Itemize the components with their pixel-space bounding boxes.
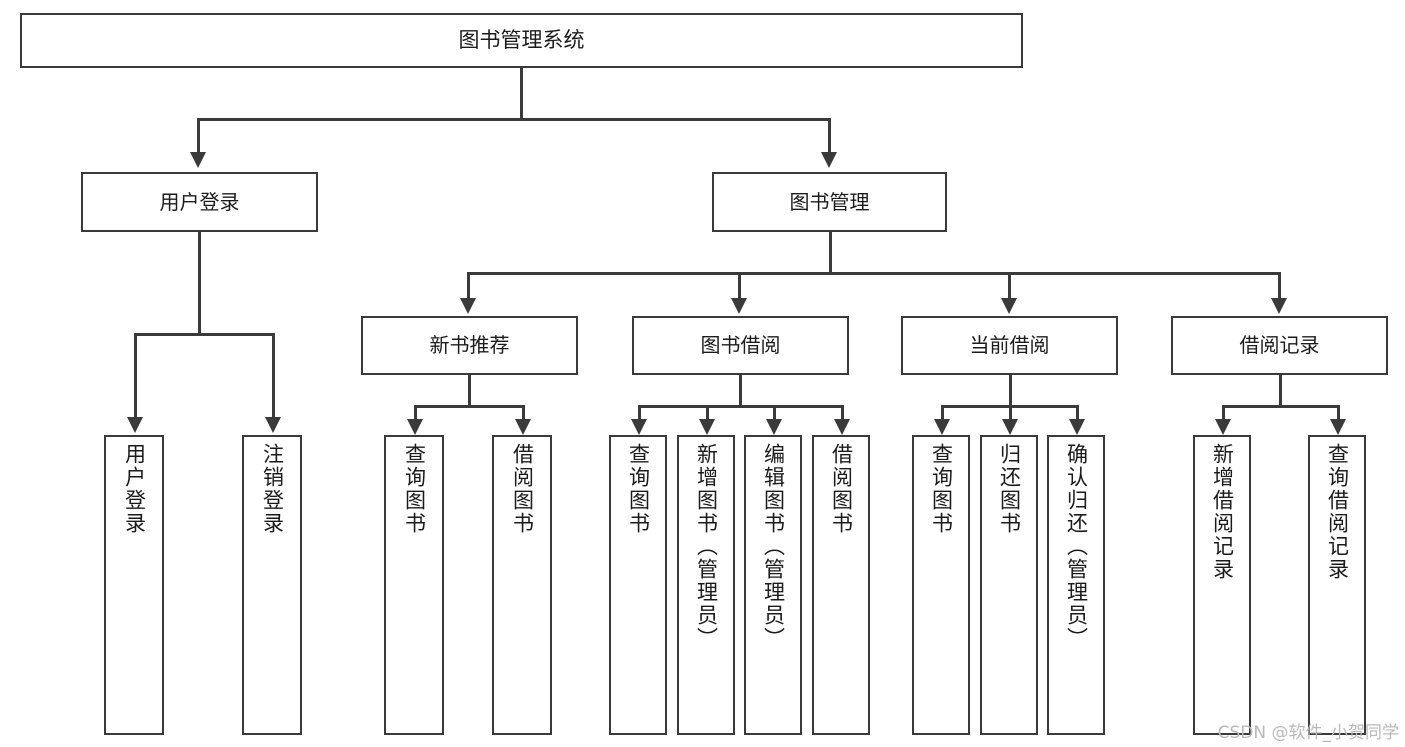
connector-drop	[738, 272, 741, 300]
arrow-down-icon	[1069, 419, 1085, 435]
connector-drop	[773, 405, 776, 421]
connector-drop	[1009, 405, 1012, 421]
node-book-management[interactable]: 图书管理	[712, 172, 947, 232]
node-label: 查询借阅记录	[1325, 443, 1350, 581]
connector-drop	[522, 405, 525, 421]
connector-drop	[638, 405, 641, 421]
arrow-down-icon	[127, 417, 143, 433]
connector-drop	[941, 405, 944, 421]
node-new-book-recommend[interactable]: 新书推荐	[361, 316, 578, 375]
node-label: 图书管理	[789, 189, 870, 214]
node-label: 图书管理系统	[458, 27, 585, 52]
arrow-down-icon	[934, 419, 950, 435]
leaf-add-borrow-record[interactable]: 新增借阅记录	[1193, 435, 1251, 735]
node-label: 查询图书	[929, 443, 954, 535]
node-label: 用户登录	[159, 189, 240, 214]
node-label: 借阅图书	[510, 443, 535, 535]
arrow-down-icon	[834, 419, 850, 435]
connector-bus	[1222, 405, 1337, 408]
connector-drop	[1008, 272, 1011, 300]
node-label: 当前借阅	[969, 333, 1050, 358]
connector-drop	[1222, 405, 1225, 421]
arrow-down-icon	[699, 419, 715, 435]
connector-drop	[1337, 405, 1340, 421]
node-current-borrow[interactable]: 当前借阅	[901, 316, 1118, 375]
node-borrow-record[interactable]: 借阅记录	[1171, 316, 1388, 375]
leaf-edit-book-admin[interactable]: 编辑图书（管理员）	[744, 435, 802, 735]
connector-root-stem	[520, 68, 523, 118]
node-root-book-management-system[interactable]: 图书管理系统	[20, 13, 1023, 68]
leaf-query-book-recommend[interactable]: 查询图书	[384, 435, 444, 735]
arrow-down-icon	[1001, 298, 1017, 314]
connector-book-mgmt-stem	[829, 232, 832, 272]
arrow-down-icon	[821, 152, 837, 168]
connector-root-bus	[197, 118, 829, 121]
arrow-down-icon	[1215, 419, 1231, 435]
connector-user-login-stem	[198, 232, 201, 333]
node-user-login[interactable]: 用户登录	[81, 172, 318, 232]
arrow-down-icon	[515, 419, 531, 435]
arrow-down-icon	[190, 152, 206, 168]
node-label: 用户登录	[122, 443, 147, 535]
node-label: 注销登录	[260, 443, 285, 535]
node-label: 编辑图书（管理员）	[761, 443, 786, 650]
leaf-borrow-book-recommend[interactable]: 借阅图书	[492, 435, 552, 735]
connector-drop	[706, 405, 709, 421]
connector-stem	[468, 375, 471, 405]
connector-drop	[467, 272, 470, 300]
connector-stem	[1009, 375, 1012, 405]
node-label: 归还图书	[997, 443, 1022, 535]
arrow-down-icon	[460, 298, 476, 314]
arrow-down-icon	[1330, 419, 1346, 435]
connector-stem	[1279, 375, 1282, 405]
node-label: 借阅图书	[829, 443, 854, 535]
connector-user-login-bus	[134, 333, 274, 336]
connector-bus	[414, 405, 524, 408]
connector-drop	[134, 333, 137, 419]
connector-stem	[739, 375, 742, 405]
leaf-user-logout[interactable]: 注销登录	[242, 435, 302, 735]
arrow-down-icon	[1271, 298, 1287, 314]
arrow-down-icon	[265, 417, 281, 433]
leaf-query-borrow-record[interactable]: 查询借阅记录	[1308, 435, 1366, 735]
connector-drop	[1278, 272, 1281, 300]
leaf-query-book-borrow[interactable]: 查询图书	[609, 435, 667, 735]
arrow-down-icon	[1002, 419, 1018, 435]
connector-drop	[1076, 405, 1079, 421]
node-label: 查询图书	[626, 443, 651, 535]
node-label: 新增借阅记录	[1210, 443, 1235, 581]
connector-book-mgmt-bus	[467, 272, 1280, 275]
node-label: 新书推荐	[429, 333, 510, 358]
connector-drop	[272, 333, 275, 419]
node-label: 新增图书（管理员）	[694, 443, 719, 650]
leaf-query-book-current[interactable]: 查询图书	[912, 435, 970, 735]
connector-drop	[841, 405, 844, 421]
connector-drop	[414, 405, 417, 421]
leaf-add-book-admin[interactable]: 新增图书（管理员）	[677, 435, 735, 735]
node-label: 图书借阅	[700, 333, 781, 358]
arrow-down-icon	[631, 419, 647, 435]
connector-root-drop-left	[197, 118, 200, 154]
node-label: 借阅记录	[1239, 333, 1320, 358]
connector-bus	[638, 405, 841, 408]
connector-root-drop-right	[828, 118, 831, 154]
leaf-borrow-book[interactable]: 借阅图书	[812, 435, 870, 735]
leaf-user-login[interactable]: 用户登录	[104, 435, 164, 735]
node-book-borrow[interactable]: 图书借阅	[632, 316, 849, 375]
leaf-return-book[interactable]: 归还图书	[980, 435, 1038, 735]
node-label: 确认归还（管理员）	[1064, 443, 1089, 650]
node-label: 查询图书	[402, 443, 427, 535]
arrow-down-icon	[766, 419, 782, 435]
leaf-confirm-return-admin[interactable]: 确认归还（管理员）	[1047, 435, 1105, 735]
arrow-down-icon	[731, 298, 747, 314]
arrow-down-icon	[407, 419, 423, 435]
